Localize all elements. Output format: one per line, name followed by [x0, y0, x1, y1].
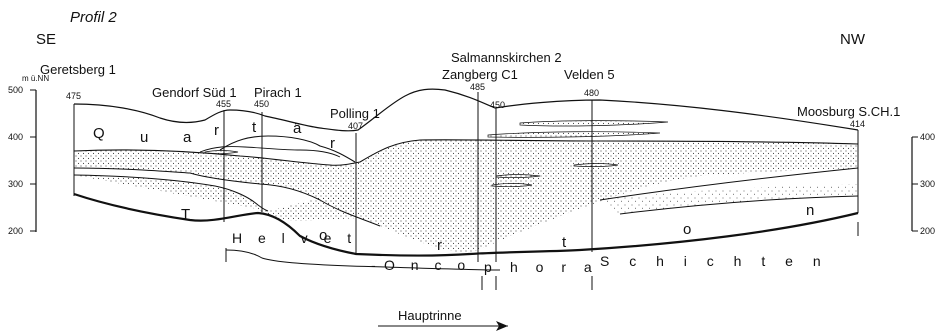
well-name-moosburg: Moosburg S.CH.1 — [797, 104, 900, 119]
label-helvet: H e l v e t — [232, 230, 357, 246]
well-name-salmannskirchen: Salmannskirchen 2 — [451, 50, 562, 65]
label-dash: - — [371, 257, 376, 273]
well-labels: Geretsberg 1 475 Gendorf Süd 1 455 Pirac… — [40, 50, 900, 131]
left-tick-400: 400 — [8, 132, 23, 142]
well-name-gendorf: Gendorf Süd 1 — [152, 85, 237, 100]
left-tick-500: 500 — [8, 85, 23, 95]
quartaer-letter-r: r — [214, 122, 219, 139]
well-name-zangberg: Zangberg C1 — [442, 67, 518, 82]
left-tick-300: 300 — [8, 179, 23, 189]
sand-lens-1 — [520, 121, 668, 126]
hauptrinne-arrow: Hauptrinne — [378, 308, 508, 331]
label-p: p — [484, 259, 492, 275]
quartaer-letter-q: Q — [93, 125, 105, 142]
sand-layers — [74, 121, 858, 253]
quartaer-letter-t: t — [252, 119, 257, 136]
label-schichten: S c h i c h t e n — [600, 253, 829, 269]
quartaer-letter-ae: ä — [293, 120, 302, 137]
tertiaer-letter-t: T — [181, 206, 190, 223]
quartaer-label: Q u a r t ä r — [93, 119, 335, 152]
well-name-polling: Polling 1 — [330, 106, 380, 121]
label-hora: h o r a — [510, 259, 599, 275]
left-tick-200: 200 — [8, 226, 23, 236]
inner-letter-r: r — [437, 237, 442, 254]
well-elev-salmannskirchen: 485 — [470, 82, 485, 92]
quartaer-letter-r2: r — [330, 135, 335, 152]
well-elev-zangberg: 450 — [490, 100, 505, 110]
inner-letter-o2: o — [683, 221, 691, 238]
well-name-pirach: Pirach 1 — [254, 85, 302, 100]
well-elev-geretsberg: 475 — [66, 91, 81, 101]
direction-right: NW — [840, 31, 866, 48]
well-elev-velden: 480 — [584, 88, 599, 98]
tertiaer-label: T e — [181, 206, 190, 223]
well-elev-pirach: 450 — [254, 99, 269, 109]
well-name-geretsberg: Geretsberg 1 — [40, 62, 116, 77]
inner-letter-t: t — [562, 234, 567, 251]
left-axis: m ü.NN 500 400 300 200 — [8, 74, 49, 236]
sand-lens-2 — [488, 132, 660, 138]
well-elev-gendorf: 455 — [216, 99, 231, 109]
inner-letter-n: n — [806, 202, 814, 219]
right-tick-400: 400 — [920, 132, 935, 142]
right-tick-300: 300 — [920, 179, 935, 189]
profile-title: Profil 2 — [70, 9, 117, 26]
well-name-velden: Velden 5 — [564, 67, 615, 82]
right-tick-200: 200 — [920, 226, 935, 236]
label-onco: O n c o — [384, 257, 471, 273]
hauptrinne-label: Hauptrinne — [398, 308, 462, 323]
well-elev-polling: 407 — [348, 121, 363, 131]
quartaer-letter-u: u — [140, 129, 148, 146]
quartaer-letter-a: a — [183, 129, 192, 146]
well-elev-moosburg: 414 — [850, 119, 865, 129]
direction-left: SE — [36, 31, 56, 48]
right-axis: 400 300 200 — [912, 132, 935, 236]
